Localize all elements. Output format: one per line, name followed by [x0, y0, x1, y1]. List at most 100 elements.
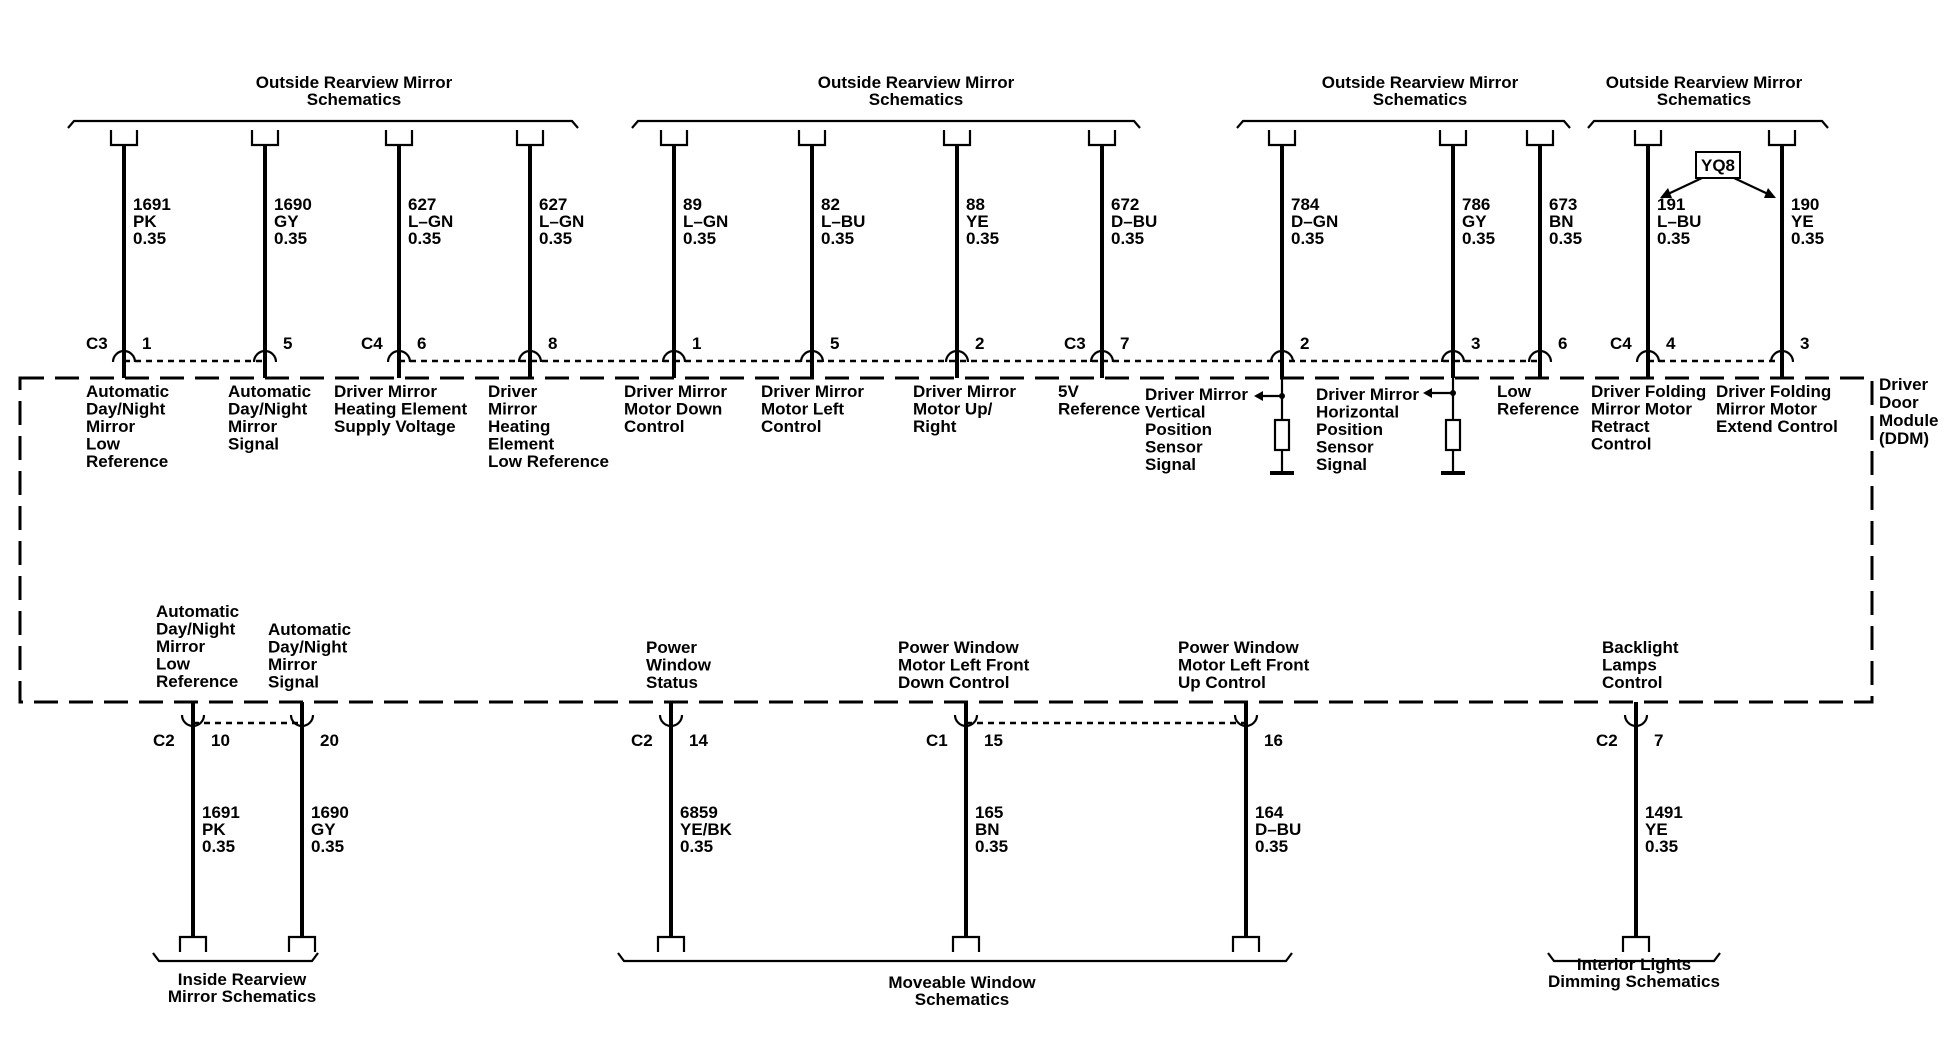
terminal-block [659, 130, 689, 147]
terminal-block [1438, 130, 1468, 147]
connector-label: C2 [631, 731, 653, 750]
terminal-block [109, 130, 139, 147]
ddm-module-box [18, 376, 1874, 704]
pin-number: 20 [320, 731, 339, 750]
group-bracket [1587, 119, 1829, 129]
connector-label: C4 [361, 334, 383, 353]
terminal-block [951, 935, 981, 952]
pin-number: 6 [1558, 334, 1567, 353]
terminal-block [250, 130, 280, 147]
pin-number: 16 [1264, 731, 1283, 750]
ddm-module-label: Driver Door Module (DDM) [1879, 375, 1943, 448]
connector-pin [661, 349, 687, 363]
connector-pin [386, 349, 412, 363]
connector-label: C4 [1610, 334, 1632, 353]
connector-pin [1527, 349, 1553, 363]
terminal-block [384, 130, 414, 147]
terminal-block [942, 130, 972, 147]
option-yq8-box: YQ8 [1660, 151, 1776, 198]
terminal-block [797, 130, 827, 147]
pin-number: 8 [548, 334, 557, 353]
terminal-block [1087, 130, 1117, 147]
terminal-block [1633, 130, 1663, 147]
terminal-block [178, 935, 208, 952]
terminal-block [656, 935, 686, 952]
group-bracket [67, 119, 579, 129]
pin-number: 15 [984, 731, 1003, 750]
group-bracket [152, 952, 319, 963]
connector-pin [252, 349, 278, 363]
terminal-block [1621, 935, 1651, 952]
terminal-block [1231, 935, 1261, 952]
pin-number: 2 [1300, 334, 1309, 353]
connector-pin [799, 349, 825, 363]
connector-label: C1 [926, 731, 948, 750]
group-bracket [1547, 952, 1721, 963]
pin-number: 5 [830, 334, 839, 353]
terminal-block [515, 130, 545, 147]
pin-number: 2 [975, 334, 984, 353]
pin-number: 6 [417, 334, 426, 353]
connector-pin [1635, 349, 1661, 363]
pin-number: 4 [1666, 334, 1676, 353]
connector-pin [1269, 349, 1295, 363]
connector-pin [111, 349, 137, 363]
option-yq8-label: YQ8 [1701, 156, 1735, 175]
connector-label: C2 [1596, 731, 1618, 750]
terminal-block [1525, 130, 1555, 147]
connector-pin [517, 349, 543, 363]
connector-pin [1769, 349, 1795, 363]
pin-number: 10 [211, 731, 230, 750]
